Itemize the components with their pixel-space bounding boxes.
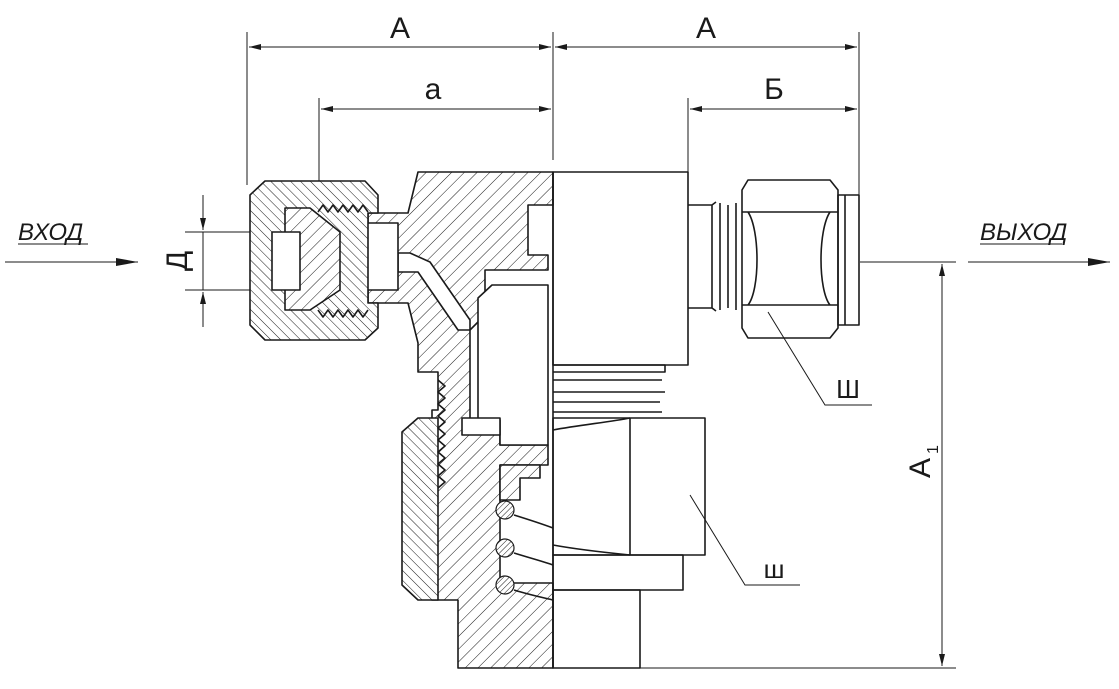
section-view-left-half — [249, 171, 554, 669]
body-thread-collar — [553, 364, 666, 413]
leader-hex-upper — [767, 311, 872, 406]
dimension-label-small-a: а — [425, 73, 442, 106]
body-exterior — [552, 171, 689, 366]
lower-shoulder — [552, 554, 684, 591]
dimension-lines — [185, 32, 956, 669]
leader-lines — [689, 311, 872, 586]
leader-hex-lower — [689, 494, 800, 586]
lower-hex-nut — [552, 417, 706, 556]
lower-thread — [437, 379, 446, 489]
dimension-label-d: Д — [161, 251, 194, 271]
inlet-pipe — [271, 231, 301, 291]
dimension-label-b: Б — [764, 73, 784, 106]
exterior-view-right-half — [552, 171, 860, 669]
outlet-label: ВЫХОД — [980, 219, 1067, 246]
dimension-label-a1: А 1 — [904, 445, 942, 478]
spring-coil-arcs — [513, 514, 554, 601]
outlet-hex-facets — [742, 211, 838, 306]
valve-body-section — [367, 171, 554, 669]
svg-text:1: 1 — [925, 445, 942, 454]
spring-coil-2 — [495, 538, 515, 558]
dimension-label-a-right: А — [696, 12, 716, 45]
svg-text:А: А — [904, 458, 937, 478]
spring-seat — [499, 464, 541, 501]
lower-stub — [552, 589, 641, 669]
leader-label-hex-upper: Ш — [836, 374, 860, 404]
piston-seat — [461, 417, 501, 436]
lower-cap-nut — [401, 417, 439, 601]
spring-coil-3 — [495, 575, 515, 595]
outlet-thread — [688, 201, 737, 312]
flow-arrows — [5, 243, 1110, 266]
inlet-label: ВХОД — [18, 219, 83, 246]
flow-channel — [397, 252, 471, 331]
dimension-label-a-left: А — [390, 12, 410, 45]
leader-label-hex-lower: ш — [764, 554, 785, 584]
spring-coil-1 — [495, 500, 515, 520]
outlet-hex-nut — [741, 179, 839, 339]
outlet-pipe — [837, 194, 860, 326]
inlet-thread — [317, 204, 369, 318]
lower-hex-chamfer — [552, 417, 631, 556]
